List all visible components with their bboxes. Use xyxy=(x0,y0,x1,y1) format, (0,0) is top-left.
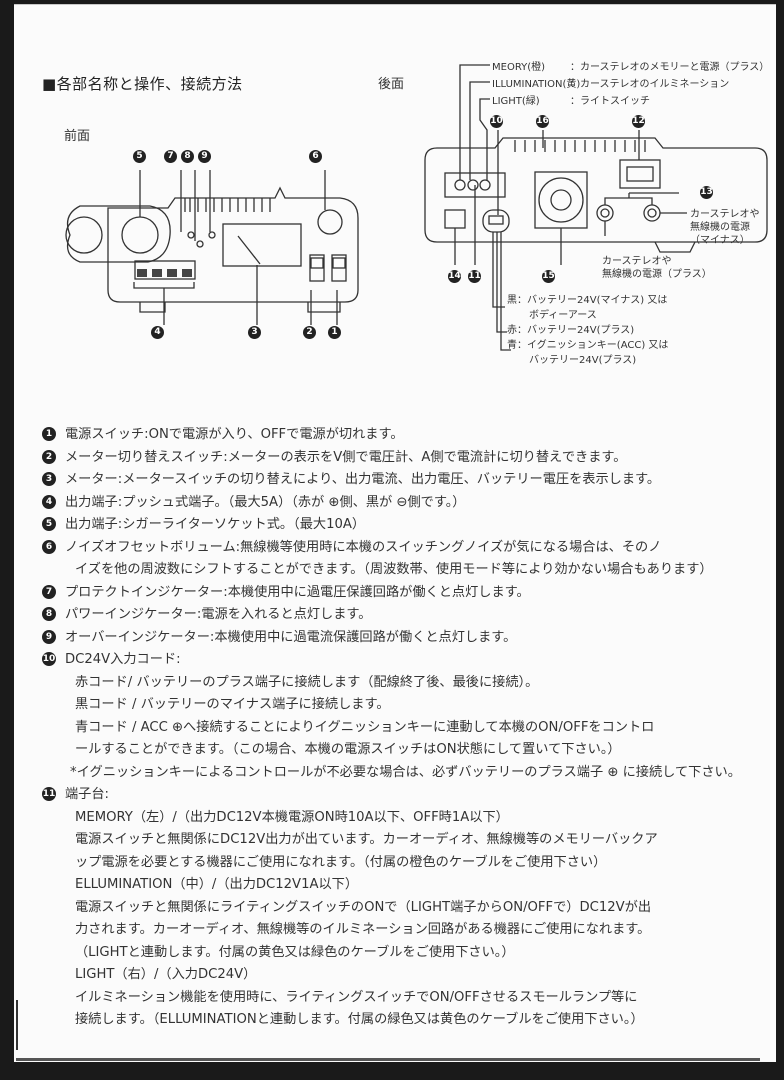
desc-text: プロテクトインジケーター:本機使用中に過電圧保護回路が働くと点灯します。 xyxy=(65,584,530,600)
callout-8: 8 xyxy=(181,150,194,163)
num-badge: 3 xyxy=(42,472,56,486)
desc-item-1: 1 電源スイッチ:ONで電源が入り、OFFで電源が切れます。 xyxy=(42,424,762,447)
section-title: ■各部名称と操作、接続方法 xyxy=(42,75,243,93)
illumination-heading: ELLUMINATION（中）/（出力DC12V1A以下） xyxy=(75,877,359,892)
illumination-text-cont: 力されます。カーオーディオ、無線機等のイルミネーション回路がある機器にご使用にな… xyxy=(75,922,651,937)
callout-12: 12 xyxy=(632,115,645,128)
callout-15: 15 xyxy=(542,270,555,283)
num-badge: 7 xyxy=(42,584,56,599)
manual-page xyxy=(14,4,776,1062)
front-panel-diagram xyxy=(65,170,359,325)
callout-9: 9 xyxy=(198,150,211,163)
desc-item-3: 3 メーター:メータースイッチの切り替えにより、出力電流、出力電圧、バッテリー電圧… xyxy=(42,469,762,492)
front-label: 前面 xyxy=(64,129,91,144)
callout-4: 4 xyxy=(151,326,164,339)
desc-text: オーバーインジケーター:本機使用中に過電流保護回路が働くと点灯します。 xyxy=(65,629,517,645)
num-badge: 10 xyxy=(42,652,56,666)
rear-label: 後面 xyxy=(378,77,405,92)
minus-power-label: カーステレオや 無線機の電源 （マイナス） xyxy=(690,209,760,246)
legend-light-desc: ：ライトスイッチ xyxy=(570,96,650,107)
desc-item-7: 7 プロテクトインジケーター:本機使用中に過電圧保護回路が働くと点灯します。 xyxy=(42,582,762,605)
page-edge xyxy=(16,1000,18,1050)
desc-text: メーター切り替えスイッチ:メーターの表示をV側で電圧計、A側で電流計に切り替えで… xyxy=(65,449,627,465)
desc-item-5: 5 出力端子:シガーライターソケット式。（最大10A） xyxy=(42,514,762,537)
ignition-note: *イグニッションキーによるコントロールが不必要な場合は、必ずバッテリーのプラス端… xyxy=(70,764,741,780)
callout-11: 11 xyxy=(468,270,481,283)
callout-14: 14 xyxy=(448,270,461,283)
blue-cord-text-cont: ールすることができます。（この場合、本機の電源スイッチはON状態にして置いて下さ… xyxy=(75,742,621,757)
desc-text: 電源スイッチ:ONで電源が入り、OFFで電源が切れます。 xyxy=(65,427,404,442)
desc-text: 出力端子:プッシュ式端子。（最大5A）（赤が ⊕側、黒が ⊖側です。） xyxy=(65,494,466,510)
legend-illumination: ILLUMINATION(黄) xyxy=(492,79,581,90)
cord-black-alt: ボディーアース xyxy=(529,310,597,321)
callout-7: 7 xyxy=(164,150,177,163)
desc-item-10: 10 DC24V入力コード: xyxy=(42,649,762,672)
num-badge: 4 xyxy=(42,494,56,509)
description-list: 1 電源スイッチ:ONで電源が入り、OFFで電源が切れます。 2 メーター切り替えス… xyxy=(42,424,762,1032)
callout-13: 13 xyxy=(700,186,713,199)
callout-1: 1 xyxy=(328,326,341,339)
plus-power-label: カーステレオや 無線機の電源（プラス） xyxy=(602,256,712,280)
desc-item-6: 6 ノイズオフセットボリューム:無線機等使用時に本機のスイッチングノイズが気になる… xyxy=(42,537,762,560)
cord-red: 赤：バッテリー24V(プラス) xyxy=(507,325,635,336)
desc-item-4: 4 出力端子:プッシュ式端子。（最大5A）（赤が ⊕側、黒が ⊖側です。） xyxy=(42,492,762,515)
num-badge: 8 xyxy=(42,607,56,621)
desc-item-2: 2 メーター切り替えスイッチ:メーターの表示をV側で電圧計、A側で電流計に切り替え… xyxy=(42,447,762,470)
memory-text: 電源スイッチと無関係にDC12V出力が出ています。カーオーディオ、無線機等のメモ… xyxy=(75,832,658,847)
cord-legend: 黒：バッテリー24V(マイナス) 又は ボディーアース 赤：バッテリー24V(プ… xyxy=(507,293,668,368)
illumination-note: （LIGHTと連動します。付属の黄色又は緑色のケーブルをご使用下さい。） xyxy=(75,944,515,960)
num-badge: 5 xyxy=(42,517,56,531)
memory-text-cont: ップ電源を必要とする機器にご使用になれます。（付属の橙色のケーブルをご使用下さい… xyxy=(75,854,607,870)
desc-text: ノイズオフセットボリューム:無線機等使用時に本機のスイッチングノイズが気になる場… xyxy=(65,539,662,555)
top-rule xyxy=(14,4,776,5)
num-badge: 9 xyxy=(42,629,56,644)
rear-panel-diagram xyxy=(424,64,768,351)
cord-black: 黒：バッテリー24V(マイナス) 又は xyxy=(507,295,668,306)
desc-item-9: 9 オーバーインジケーター:本機使用中に過電流保護回路が働くと点灯します。 xyxy=(42,627,762,650)
desc-text: 出力端子:シガーライターソケット式。（最大10A） xyxy=(65,517,366,532)
legend-memory: MEORY(橙) xyxy=(492,62,546,73)
legend-light: LIGHT(緑) xyxy=(492,96,540,107)
cord-blue-alt: バッテリー24V(プラス) xyxy=(529,355,637,366)
legend-illumination-desc: ：カーステレオのイルミネーション xyxy=(570,79,730,90)
num-badge: 2 xyxy=(42,449,56,464)
bottom-rule xyxy=(16,1058,760,1061)
light-text: イルミネーション機能を使用時に、ライティングスイッチでON/OFFさせるスモール… xyxy=(75,989,638,1005)
memory-heading: MEMORY（左）/（出力DC12V本機電源ON時10A以下、OFF時1A以下） xyxy=(75,809,509,825)
legend-memory-desc: ：カーステレオのメモリーと電源（プラス） xyxy=(570,62,770,73)
num-badge: 11 xyxy=(42,787,56,801)
desc-text: 端子台: xyxy=(65,787,110,802)
callout-10: 10 xyxy=(490,115,503,128)
num-badge: 6 xyxy=(42,539,56,554)
callout-3: 3 xyxy=(248,326,261,339)
desc-text: DC24V入力コード: xyxy=(65,652,181,667)
light-text-cont: 接続します。（ELLUMINATIONと連動します。付属の緑色又は黄色のケーブル… xyxy=(75,1012,644,1027)
desc-item-11: 11 端子台: xyxy=(42,784,762,807)
callout-5: 5 xyxy=(133,150,146,163)
callout-2: 2 xyxy=(303,326,316,339)
callout-6: 6 xyxy=(309,150,322,163)
red-cord-text: 赤コード/ バッテリーのプラス端子に接続します（配線終了後、最後に接続）。 xyxy=(75,674,539,690)
desc-item-6-cont: イズを他の周波数にシフトすることができます。（周波数帯、使用モード等により効かな… xyxy=(75,562,713,577)
light-heading: LIGHT（右）/（入力DC24V） xyxy=(75,967,257,982)
desc-item-8: 8 パワーインジケーター:電源を入れると点灯します。 xyxy=(42,604,762,627)
desc-text: メーター:メータースイッチの切り替えにより、出力電流、出力電圧、バッテリー電圧を… xyxy=(65,472,661,487)
illumination-text: 電源スイッチと無関係にライティングスイッチのONで（LIGHT端子からON/OF… xyxy=(75,899,652,915)
desc-text: パワーインジケーター:電源を入れると点灯します。 xyxy=(65,607,372,622)
black-cord-text: 黒コード / バッテリーのマイナス端子に接続します。 xyxy=(75,697,390,712)
cord-blue: 青：イグニッションキー(ACC) 又は xyxy=(507,340,669,351)
blue-cord-text: 青コード / ACC ⊕へ接続することによりイグニッションキーに連動して本機のO… xyxy=(75,719,655,735)
num-badge: 1 xyxy=(42,427,56,441)
callout-16: 16 xyxy=(536,115,549,128)
